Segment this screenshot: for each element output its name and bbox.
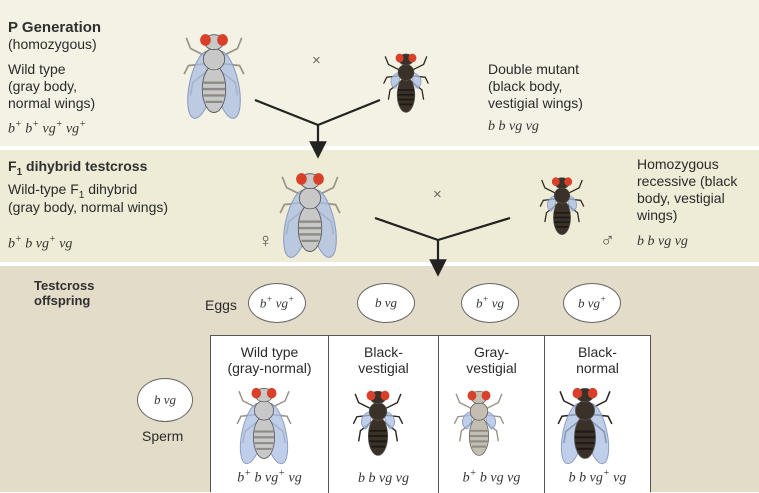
egg-4: b vg+ (563, 283, 621, 323)
offspring-title-1: Testcross (34, 278, 94, 293)
col-title-line1: Black- (545, 344, 650, 360)
egg-3: b+ vg (461, 283, 519, 323)
f1-desc-2: (gray body, normal wings) (8, 199, 168, 216)
p-cross-symbol: × (312, 52, 321, 69)
f1-cross-symbol: × (433, 186, 442, 203)
egg-2: b vg (357, 283, 415, 323)
recessive-desc-2: recessive (black (637, 173, 737, 190)
col-genotype: b+ b vg vg (439, 468, 544, 487)
female-symbol: ♀ (258, 230, 273, 253)
double-mutant-label: Double mutant (488, 61, 579, 78)
col-genotype: b b vg+ vg (545, 468, 650, 487)
f1-cross-arrow (375, 218, 510, 268)
recessive-desc-4: wings) (637, 207, 677, 224)
sperm-circle: b vg (137, 378, 193, 422)
double-mutant-desc-1: (black body, (488, 78, 562, 95)
offspring-title-2: offspring (34, 293, 90, 308)
f1-testcross-title: F1 dihybrid testcross (8, 158, 147, 181)
col-title-line1: Wild type (211, 344, 328, 360)
wild-type-label: Wild type (8, 61, 66, 78)
wild-type-desc-1: (gray body, (8, 78, 77, 95)
offspring-black-normal-fly-icon (553, 374, 617, 470)
p-generation-subtitle: (homozygous) (8, 36, 97, 53)
recessive-genotype: b b vg vg (637, 234, 688, 250)
col-genotype: b+ b vg+ vg (211, 468, 328, 487)
col-title-line1: Gray- (439, 344, 544, 360)
offspring-wild-type-fly-icon (232, 374, 296, 470)
f1-dihybrid-fly-icon (278, 155, 342, 267)
p-cross-arrow (255, 100, 380, 150)
sperm-label: Sperm (142, 428, 183, 445)
recessive-desc-3: body, vestigial (637, 190, 725, 207)
recessive-male-fly-icon (532, 166, 592, 244)
f1-genotype: b+ b vg+ vg (8, 234, 72, 253)
wild-type-genotype: b+ b+ vg+ vg+ (8, 119, 86, 138)
eggs-label: Eggs (205, 297, 237, 314)
col-title-line2: vestigial (329, 360, 438, 376)
offspring-gray-vestigial-fly-icon (447, 378, 511, 466)
wild-type-desc-2: normal wings) (8, 95, 95, 112)
double-mutant-fly-icon (378, 42, 434, 122)
male-symbol: ♂ (600, 230, 615, 253)
col-genotype: b b vg vg (329, 471, 438, 487)
double-mutant-desc-2: vestigial wings) (488, 95, 583, 112)
col-title-line2: vestigial (439, 360, 544, 376)
p-generation-title: P Generation (8, 19, 101, 36)
col-title-line1: Black- (329, 344, 438, 360)
recessive-desc-1: Homozygous (637, 156, 719, 173)
offspring-black-vestigial-fly-icon (346, 378, 410, 466)
egg-1: b+ vg+ (248, 283, 306, 323)
double-mutant-genotype: b b vg vg (488, 119, 539, 135)
wild-type-fly-icon (182, 16, 246, 128)
